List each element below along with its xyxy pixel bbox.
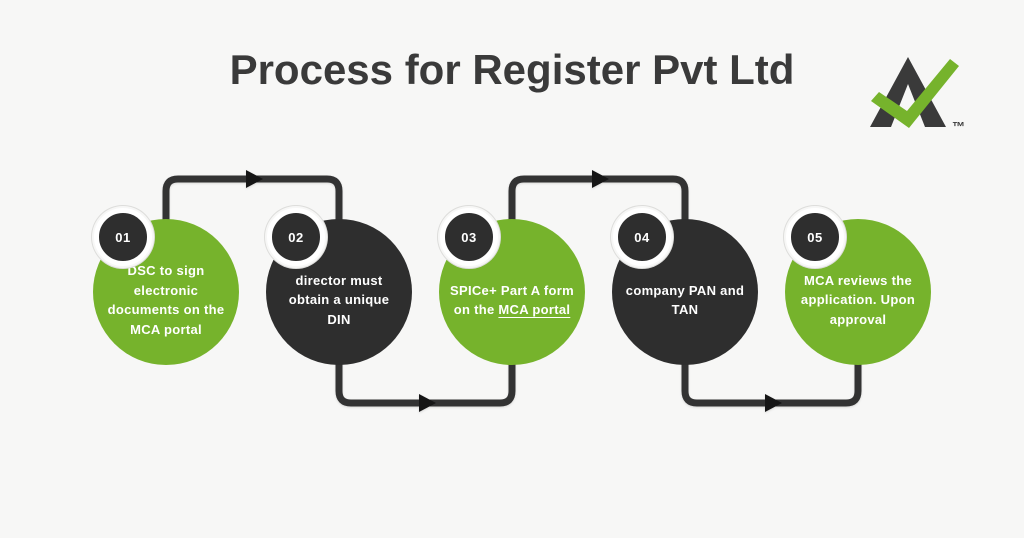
brand-logo: ™	[870, 57, 965, 134]
step-4-text: company PAN and TAN	[625, 282, 745, 318]
step-3-text-start: SPICe+ Part A form on the	[450, 282, 574, 318]
step-5-text: MCA reviews the application. Upon approv…	[800, 272, 916, 327]
step-1-number-badge: 01	[94, 208, 152, 266]
step-3-number-badge: 03	[440, 208, 498, 266]
logo-checkmark-icon	[871, 59, 959, 128]
step-5-number: 05	[807, 229, 823, 245]
trademark-symbol: ™	[952, 119, 965, 134]
step-4-number: 04	[634, 229, 650, 245]
step-3-text: SPICe+ Part A form on the MCA portal	[449, 281, 575, 320]
step-1-circle: DSC to sign electronic documents on the …	[93, 219, 239, 365]
step-5-number-badge: 05	[786, 208, 844, 266]
arrow-right-icon	[246, 170, 263, 188]
step-1-text: DSC to sign electronic documents on the …	[107, 263, 225, 337]
step-2-number: 02	[288, 229, 304, 245]
step-4-number-badge: 04	[613, 208, 671, 266]
page-title: Process for Register Pvt Ltd	[229, 46, 795, 93]
arrow-right-icon	[592, 170, 609, 188]
arrow-right-icon	[765, 394, 782, 412]
step-3-mca-portal-link: MCA portal	[498, 302, 571, 317]
arrow-right-icon	[419, 394, 436, 412]
step-2-number-badge: 02	[267, 208, 325, 266]
step-1-number: 01	[115, 229, 131, 245]
step-3-circle: SPICe+ Part A form on the MCA portal	[439, 219, 585, 365]
step-3-number: 03	[461, 229, 477, 245]
step-2-text: director must obtain a unique DIN	[288, 272, 390, 327]
